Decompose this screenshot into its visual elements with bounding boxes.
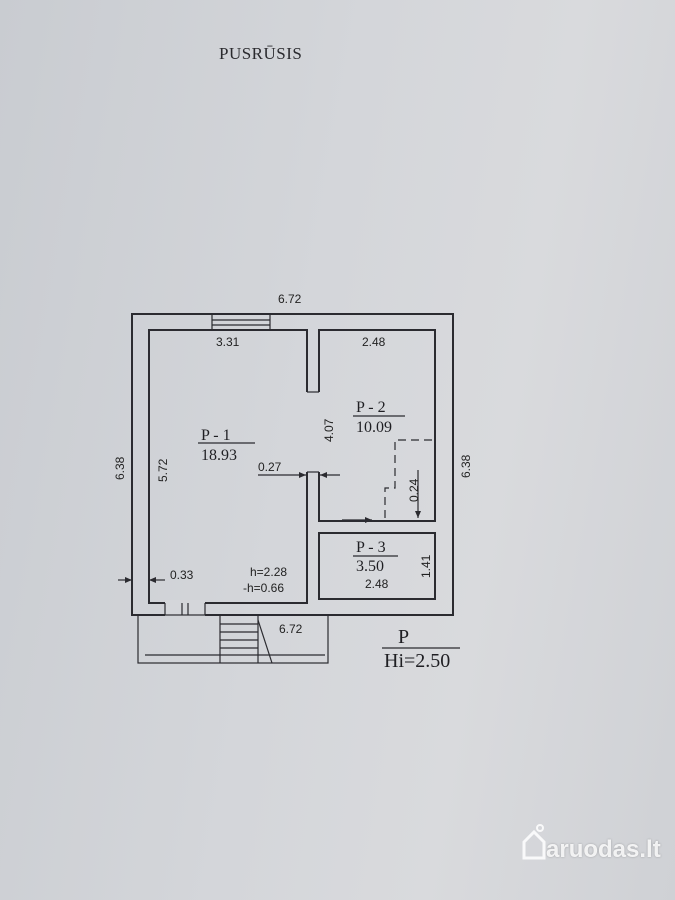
dim-overall-height-right: 6.38 bbox=[459, 454, 473, 478]
dim-p1-wall: 0.33 bbox=[170, 568, 194, 582]
room-p1-area: 18.93 bbox=[201, 447, 237, 464]
legend-hi: Hi=2.50 bbox=[384, 650, 450, 672]
room-p1-outline bbox=[148, 329, 308, 604]
dim-p3-width: 2.48 bbox=[365, 577, 389, 591]
room-p2-code: P - 2 bbox=[356, 399, 386, 416]
dim-p3-height: 1.41 bbox=[419, 554, 433, 578]
door-bottom bbox=[165, 600, 205, 616]
dim-p2-width: 2.48 bbox=[362, 335, 386, 349]
door-opening bbox=[306, 392, 320, 472]
dim-p1-width: 3.31 bbox=[216, 335, 240, 349]
dim-overall-width-bottom: 6.72 bbox=[279, 622, 303, 636]
room-p2-area: 10.09 bbox=[356, 419, 392, 436]
dim-p2-height: 4.07 bbox=[322, 418, 336, 442]
dim-p1-height: 5.72 bbox=[156, 458, 170, 482]
room-p3-outline bbox=[318, 532, 436, 600]
dim-p2-step: 0.24 bbox=[407, 478, 421, 502]
height-minus-h: -h=0.66 bbox=[243, 581, 284, 595]
entrance-porch bbox=[137, 614, 329, 664]
room-p3-area: 3.50 bbox=[356, 558, 384, 575]
room-p3-code: P - 3 bbox=[356, 539, 386, 556]
dim-p1-partition: 0.27 bbox=[258, 460, 282, 474]
window-top bbox=[211, 313, 271, 331]
page-title: PUSRŪSIS bbox=[219, 44, 303, 63]
dashed-niche bbox=[384, 439, 432, 518]
watermark-text: aruodas.lt bbox=[546, 836, 661, 863]
dim-overall-height-left: 6.38 bbox=[113, 456, 127, 480]
height-h: h=2.28 bbox=[250, 565, 287, 579]
legend-code: P bbox=[398, 626, 409, 648]
room-p1-code: P - 1 bbox=[201, 427, 231, 444]
dim-overall-width-top: 6.72 bbox=[278, 292, 302, 306]
watermark-house-icon bbox=[522, 824, 546, 860]
